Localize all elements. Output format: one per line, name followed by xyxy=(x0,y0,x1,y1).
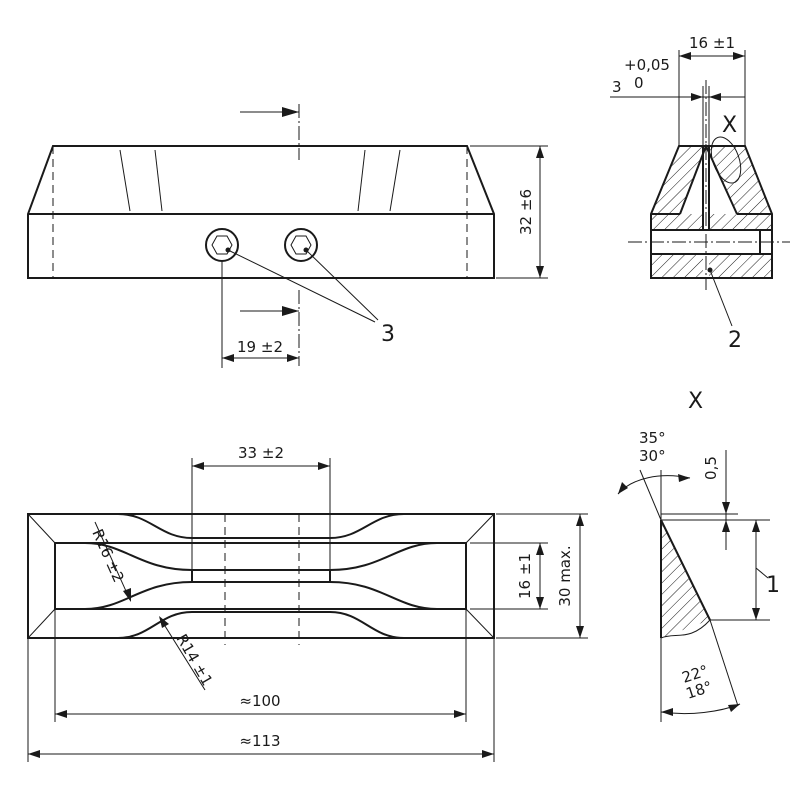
slot-dim: 3 xyxy=(612,78,622,96)
detail-x-title: X xyxy=(688,389,703,414)
angle-line xyxy=(639,469,662,521)
dim-arrow xyxy=(287,354,299,362)
front-view-outline xyxy=(27,145,495,279)
leader-line xyxy=(709,269,733,327)
item-number-2: 2 xyxy=(728,328,742,353)
overall-width-dim: 30 max. xyxy=(556,545,574,606)
dim-arrow xyxy=(222,354,234,362)
side-width-dim: 16 ±1 xyxy=(689,34,735,52)
slot-tol-upper: +0,05 xyxy=(624,56,670,74)
slot-tol-lower: 0 xyxy=(634,74,644,92)
dim-arrow xyxy=(536,266,544,278)
angle-line xyxy=(709,619,739,707)
top-outline xyxy=(27,513,495,639)
section-arrow xyxy=(282,306,299,316)
radius-upper-dim: R16 ±2 xyxy=(88,526,127,585)
angle-top-lower: 30° xyxy=(639,447,666,465)
overall-length-dim: ≈113 xyxy=(239,732,280,750)
break-line xyxy=(660,619,711,639)
slot-length-dim: 33 ±2 xyxy=(238,444,284,462)
item-number-3: 3 xyxy=(381,322,395,347)
radius-lower-dim: R14 ±1 xyxy=(173,631,217,689)
top-view: 33 ±2 16 ±1 30 max. R16 ±2 R14 ±1 ≈100 xyxy=(27,444,588,762)
surface-line xyxy=(357,149,366,212)
leader-line xyxy=(227,249,376,323)
top-inner-outline xyxy=(54,542,467,610)
chamfer-dim: 0,5 xyxy=(702,456,720,480)
screw-head-right xyxy=(284,228,318,262)
side-section-view: X 2 16 ±1 3 +0,05 0 xyxy=(610,34,790,353)
surface-line xyxy=(119,149,131,212)
front-view: 3 19 ±2 32 ±6 xyxy=(27,104,548,368)
angle-top-upper: 35° xyxy=(639,429,666,447)
detail-circle xyxy=(710,136,742,184)
height-dim: 32 ±6 xyxy=(517,189,535,235)
leader-line xyxy=(305,249,379,321)
hole-spacing-dim: 19 ±2 xyxy=(237,338,283,356)
slot-opening xyxy=(191,569,331,583)
groove-inner xyxy=(55,581,466,610)
leader-line xyxy=(755,567,769,579)
groove-outer xyxy=(117,513,405,539)
dim-arrow xyxy=(536,146,544,158)
section-arrow xyxy=(282,107,299,117)
item-number-1: 1 xyxy=(766,573,780,598)
screw-head-left xyxy=(205,228,239,262)
surface-line xyxy=(389,149,401,212)
inner-length-dim: ≈100 xyxy=(239,692,280,710)
radius-leader xyxy=(159,617,206,691)
top-slot-width-dim: 16 ±1 xyxy=(516,553,534,599)
detail-ref-x: X xyxy=(722,113,737,138)
surface-line xyxy=(154,149,163,212)
groove-outer xyxy=(117,611,405,639)
detail-x-view: X 35° 30° 0,5 1 22° 18° xyxy=(617,389,780,722)
radius-leader xyxy=(94,521,131,601)
